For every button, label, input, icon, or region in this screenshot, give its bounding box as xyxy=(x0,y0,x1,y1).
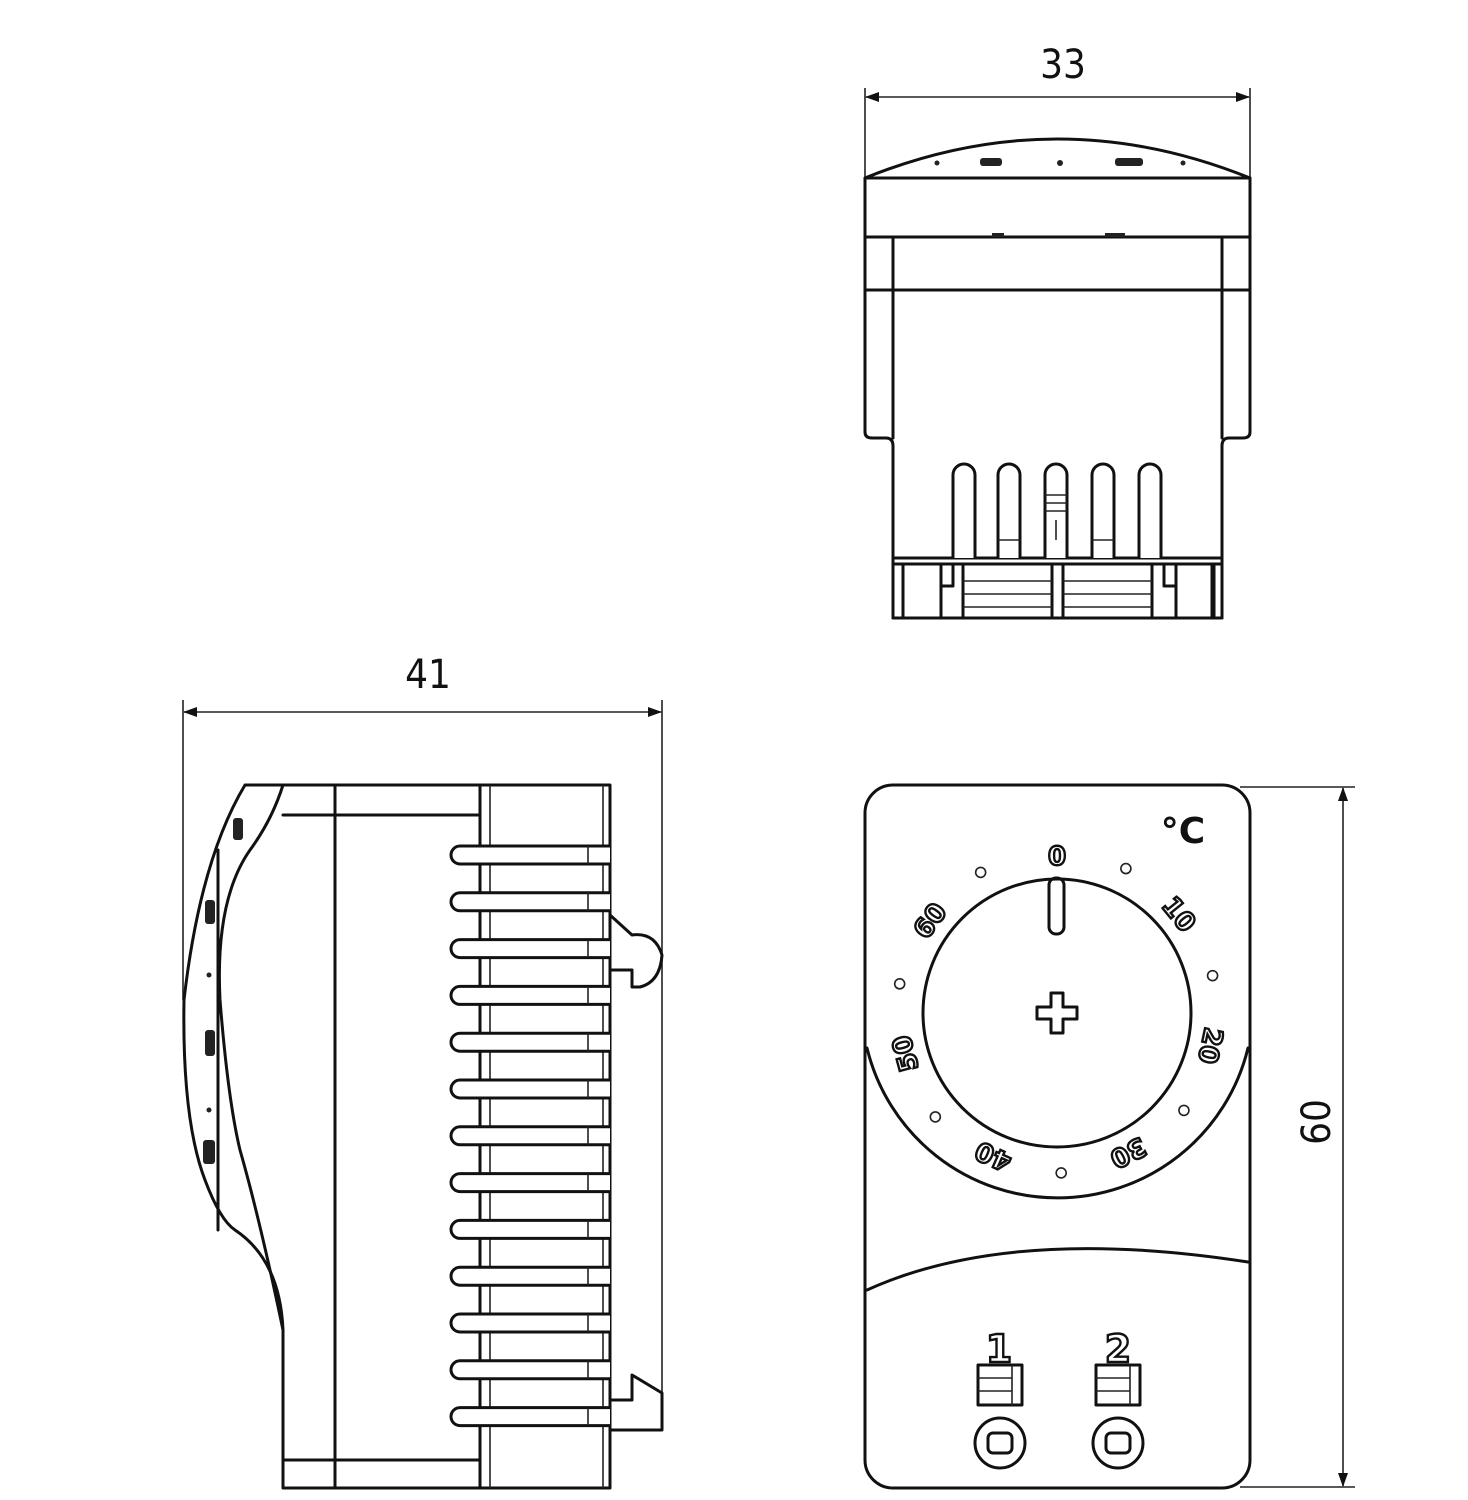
din-rail-feet xyxy=(891,562,1224,620)
terminal-2: 2 xyxy=(1091,1326,1145,1470)
dial-scale-dot xyxy=(1178,1104,1190,1117)
cooling-fins-side xyxy=(449,844,610,1428)
knob-top-markings xyxy=(934,158,1186,166)
setpoint-knob[interactable] xyxy=(921,877,1193,1149)
side-fin xyxy=(449,1078,610,1100)
dial-scale-dot xyxy=(893,978,906,990)
side-fin xyxy=(449,938,610,960)
dial-scale-label: 0 xyxy=(1048,842,1066,872)
dial-scale-label: 50 xyxy=(887,1032,925,1075)
front-panel xyxy=(863,783,1252,1490)
dial-scale-dot xyxy=(1206,969,1219,982)
cooling-fins-top xyxy=(951,462,1163,558)
side-fin xyxy=(449,1265,610,1287)
side-fin xyxy=(449,984,610,1006)
side-fin xyxy=(449,1312,610,1334)
housing-cap xyxy=(863,176,1252,239)
dial-knob-top xyxy=(863,137,1252,180)
din-clip-top xyxy=(608,913,664,989)
side-fin xyxy=(449,1406,610,1428)
dimension-label-33: 33 xyxy=(1040,42,1086,88)
top-view: 33 xyxy=(863,42,1252,620)
lower-panel-curve xyxy=(865,1247,1250,1292)
terminal-screw-1 xyxy=(973,1416,1027,1470)
dimension-width: 33 xyxy=(864,42,1251,180)
side-fin xyxy=(449,891,610,913)
dial-scale-label: 20 xyxy=(1191,1025,1228,1067)
dial-scale-label: 40 xyxy=(971,1134,1016,1176)
dial-scale-dot xyxy=(1120,862,1132,875)
side-knob-markings xyxy=(203,818,243,1164)
dimension-depth: 41 xyxy=(182,652,663,1430)
terminal-1: 1 xyxy=(973,1326,1027,1470)
side-fin xyxy=(449,1359,610,1381)
scale-ring-arc xyxy=(865,1046,1250,1200)
terminal-blocks-top xyxy=(961,562,1154,620)
dial-scale-dot xyxy=(974,866,987,879)
knob-pointer xyxy=(1047,876,1066,936)
side-fin xyxy=(449,1218,610,1240)
dimension-height: 60 xyxy=(1240,786,1355,1488)
terminal-screw-2 xyxy=(1091,1416,1145,1470)
dimension-label-60: 60 xyxy=(1294,1099,1340,1145)
side-view: 41 xyxy=(182,652,664,1490)
housing-body-outline xyxy=(863,235,1252,620)
dial-scale-dot xyxy=(1055,1167,1067,1179)
side-fin xyxy=(449,1172,610,1194)
dial-scale-dot xyxy=(929,1111,942,1123)
unit-label: °C xyxy=(1161,811,1205,852)
side-fin xyxy=(449,1125,610,1147)
din-clip-bottom xyxy=(608,1373,664,1432)
side-fin xyxy=(449,844,610,866)
dimension-label-41: 41 xyxy=(405,652,451,698)
side-fin xyxy=(449,1031,610,1053)
screwdriver-slot-icon xyxy=(1035,991,1079,1035)
